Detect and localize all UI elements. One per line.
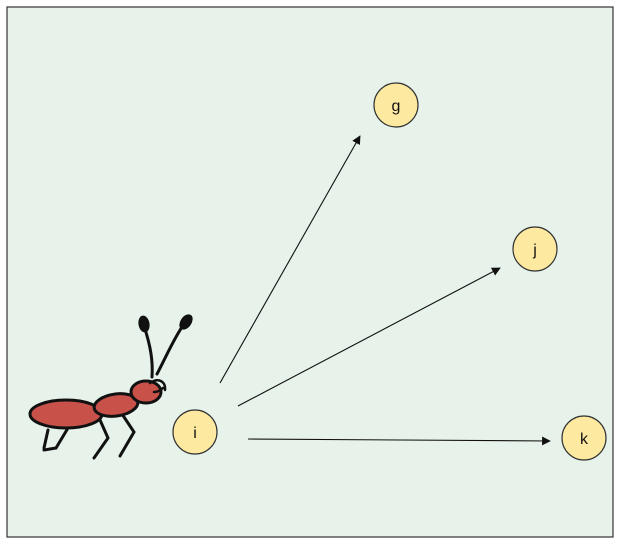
diagram-frame: [6, 6, 614, 538]
edge-i-to-k: [247, 436, 551, 446]
edge-i-to-g: [219, 135, 361, 384]
node-j-label: j: [532, 242, 537, 259]
node-g-label: g: [392, 98, 401, 115]
node-g: g: [373, 82, 419, 128]
node-k: k: [561, 415, 607, 461]
node-j: j: [512, 226, 558, 272]
node-i-label: i: [193, 425, 197, 442]
edge-i-to-j: [237, 267, 501, 407]
node-i: i: [172, 409, 218, 455]
node-k-label: k: [580, 431, 589, 448]
ant-icon: [28, 314, 193, 460]
